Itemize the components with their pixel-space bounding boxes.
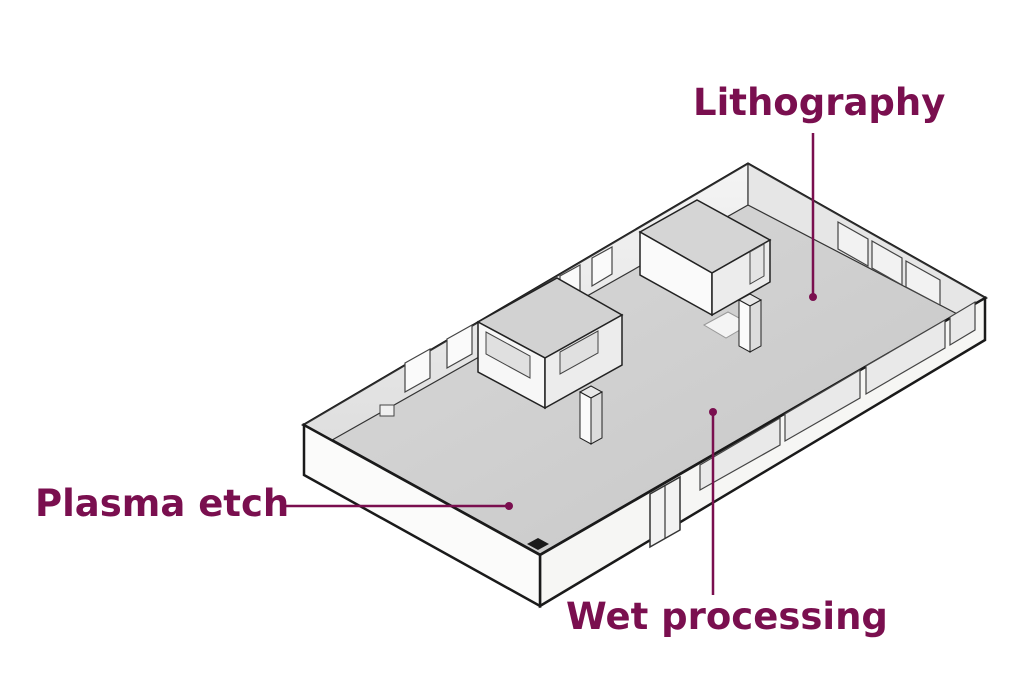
pillar-right <box>737 293 763 353</box>
front-windows <box>699 300 976 492</box>
front-door <box>649 475 681 549</box>
leader-lines <box>282 133 817 595</box>
front-left-wall <box>302 422 542 609</box>
litho-room <box>638 199 772 317</box>
label-wet-processing: Wet processing <box>566 595 888 638</box>
label-plasma-etch: Plasma etch <box>35 482 290 525</box>
wall-unit <box>379 404 395 417</box>
right-wall-windows <box>837 220 941 306</box>
label-lithography: Lithography <box>693 81 946 124</box>
pillar-center <box>578 385 604 445</box>
corner-post <box>527 538 549 550</box>
small-room <box>476 277 624 410</box>
